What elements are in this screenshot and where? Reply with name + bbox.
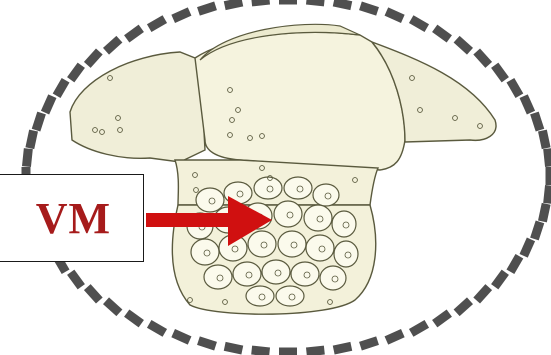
ring-dash — [251, 0, 270, 6]
ring-dash — [491, 270, 509, 290]
ring-dash — [84, 284, 103, 303]
ring-dash — [491, 63, 509, 83]
ring-dash — [333, 342, 352, 355]
ring-dash — [224, 0, 243, 10]
ring-dash — [546, 167, 551, 185]
ring-dash — [53, 78, 70, 98]
ring-dash — [306, 346, 325, 355]
embryo-cell — [313, 184, 339, 206]
embryo-cell — [262, 260, 290, 284]
ring-dash — [147, 15, 167, 32]
ring-dash — [197, 2, 217, 16]
ring-dash — [171, 7, 191, 23]
embryo-cell — [254, 177, 282, 199]
ring-dash — [67, 270, 85, 290]
embryo-cell — [276, 286, 304, 306]
ring-dash — [67, 63, 85, 83]
ring-dash — [124, 309, 144, 327]
ring-dash — [538, 130, 551, 149]
ring-dash — [25, 130, 38, 149]
ring-dash — [520, 238, 536, 258]
embryo-cell — [332, 211, 356, 237]
ring-dash — [409, 320, 429, 337]
label-box: VM — [0, 174, 144, 262]
ring-dash — [147, 320, 167, 337]
ring-dash — [279, 348, 297, 355]
embryo-cell — [204, 265, 232, 289]
embryo-cell — [291, 262, 319, 286]
ring-dash — [538, 203, 551, 222]
ring-dash — [454, 36, 473, 55]
embryo-cell — [246, 286, 274, 306]
ring-dash — [520, 94, 536, 114]
embryo-cell — [274, 201, 302, 227]
ring-dash — [530, 220, 544, 240]
ring-dash — [333, 0, 352, 10]
ring-dash — [197, 336, 217, 350]
ring-dash — [359, 2, 379, 16]
ring-dash — [359, 336, 379, 350]
embryo-cell — [334, 241, 358, 267]
ring-dash — [171, 329, 191, 345]
embryo-cell — [320, 266, 346, 290]
embryo-cell — [306, 235, 334, 261]
ring-dash — [409, 15, 429, 32]
ring-dash — [507, 78, 524, 98]
ring-dash — [473, 284, 492, 303]
embryo-cell — [248, 231, 276, 257]
ring-dash — [124, 25, 144, 43]
ring-dash — [432, 309, 452, 327]
arrow-shaft — [146, 213, 238, 227]
ring-dash — [41, 94, 57, 114]
ring-dash — [530, 112, 544, 132]
ring-dash — [251, 346, 270, 355]
ring-dash — [385, 7, 405, 23]
ring-dash — [22, 148, 33, 167]
upper-left-cell — [70, 52, 205, 162]
embryo-cell — [284, 177, 312, 199]
embryo-cell — [191, 239, 219, 265]
ring-dash — [454, 297, 473, 316]
embryo-cell — [304, 205, 332, 231]
embryo-cell — [233, 262, 261, 286]
ring-dash — [224, 342, 243, 355]
ring-dash — [385, 329, 405, 345]
upper-middle-cell — [195, 32, 405, 170]
ring-dash — [103, 36, 122, 55]
embryo-cell — [278, 231, 306, 257]
ring-dash — [507, 254, 524, 274]
ring-dash — [32, 112, 46, 132]
ring-dash — [84, 49, 103, 68]
ring-dash — [473, 49, 492, 68]
ring-dash — [279, 0, 297, 5]
embryo-cell — [196, 188, 224, 212]
ring-dash — [306, 0, 325, 6]
ring-dash — [103, 297, 122, 316]
ring-dash — [432, 25, 452, 43]
label-text: VM — [36, 193, 111, 244]
ring-dash — [543, 148, 551, 167]
ring-dash — [543, 185, 551, 204]
